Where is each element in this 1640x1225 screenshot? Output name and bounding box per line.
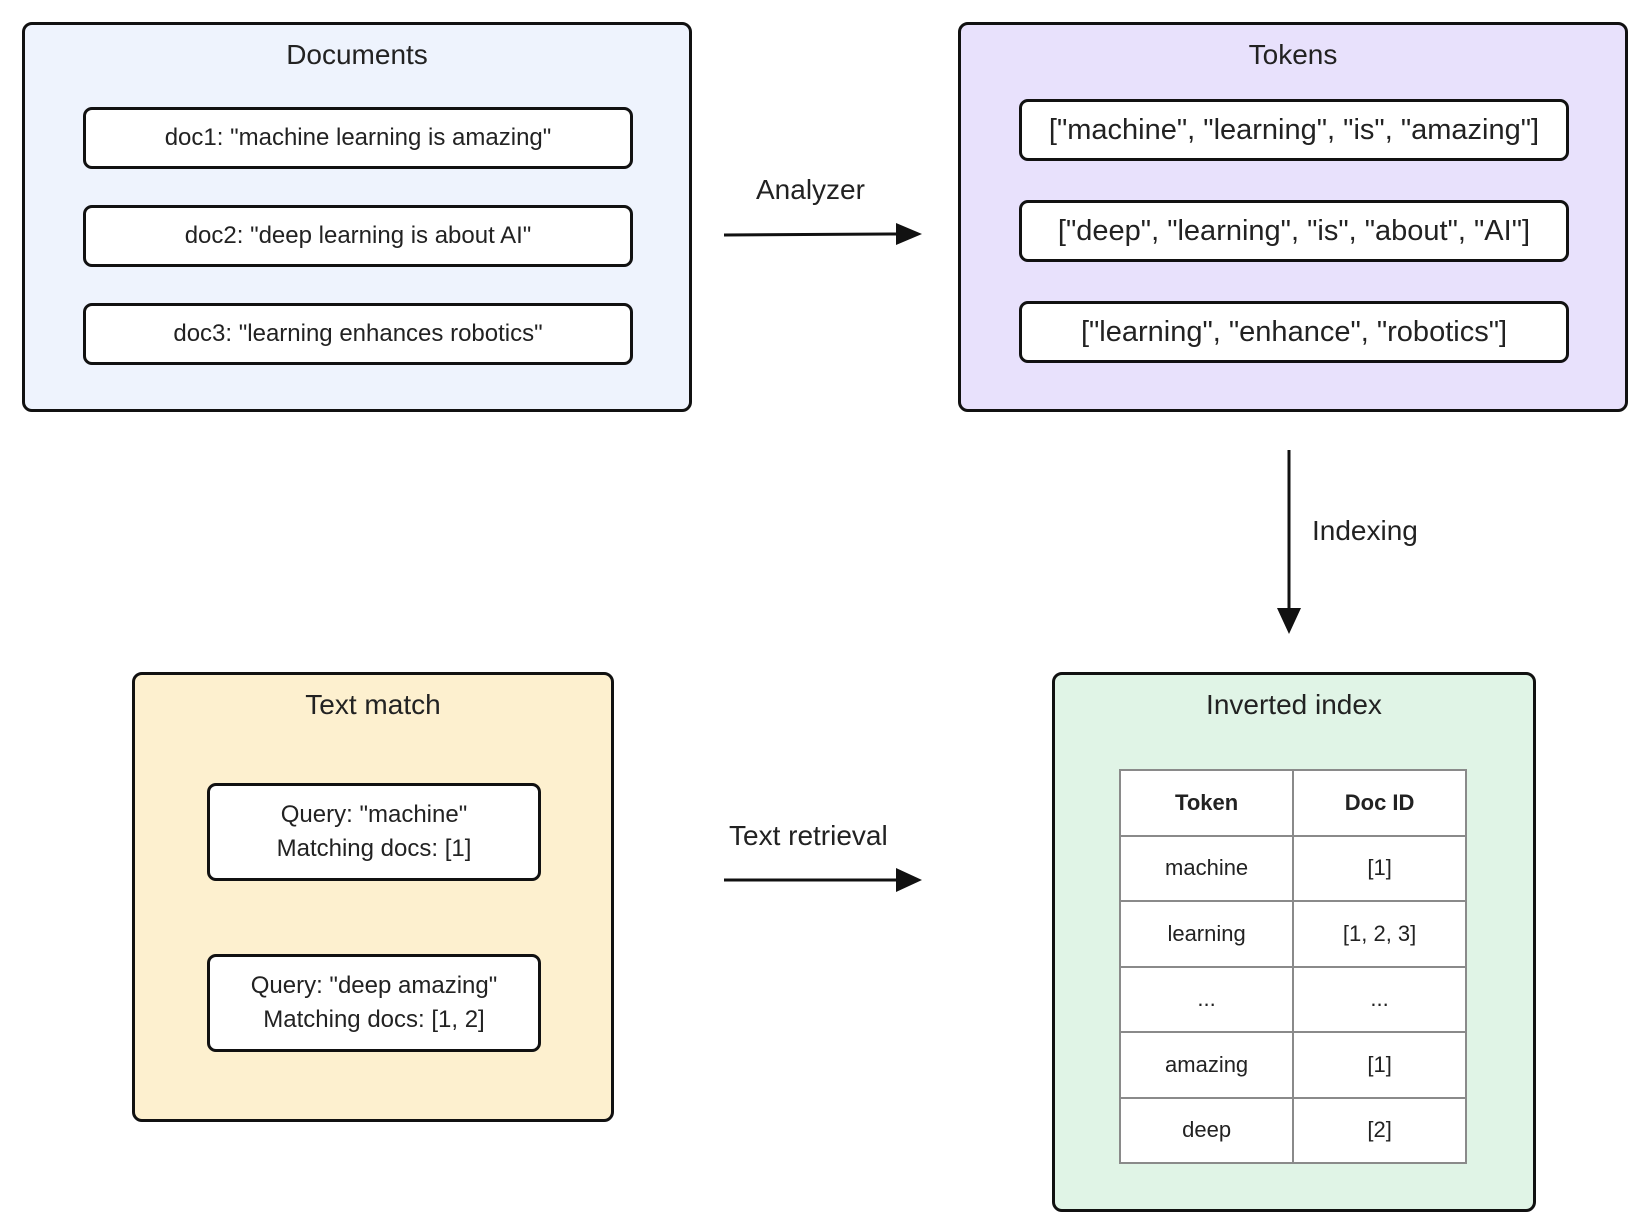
- doc-id-cell: [1]: [1292, 834, 1467, 902]
- token-list-box: ["learning", "enhance", "robotics"]: [1019, 301, 1569, 363]
- analyzer-label: Analyzer: [756, 174, 865, 205]
- table-row: machine [1]: [1118, 834, 1467, 902]
- token-cell: amazing: [1118, 1031, 1295, 1099]
- analyzer-arrow: [724, 223, 922, 245]
- query-box: Query: "machine" Matching docs: [1]: [207, 783, 541, 881]
- token-cell: machine: [1118, 834, 1295, 902]
- documents-panel: Documents doc1: "machine learning is ama…: [22, 22, 692, 412]
- matching-docs-text: Matching docs: [1]: [276, 835, 472, 862]
- indexing-arrow: [1277, 450, 1301, 634]
- tokens-panel: Tokens ["machine", "learning", "is", "am…: [958, 22, 1628, 412]
- document-text: doc3: "learning enhances robotics": [173, 320, 543, 347]
- token-list-box: ["machine", "learning", "is", "amazing"]: [1019, 99, 1569, 161]
- document-box: doc1: "machine learning is amazing": [83, 107, 633, 169]
- table-row: deep [2]: [1118, 1096, 1467, 1164]
- indexing-label: Indexing: [1312, 515, 1418, 546]
- doc-id-cell: ...: [1292, 965, 1467, 1033]
- text-match-title: Text match: [305, 689, 441, 720]
- table-row: amazing [1]: [1118, 1031, 1467, 1099]
- token-cell: ...: [1118, 965, 1295, 1033]
- document-box: doc3: "learning enhances robotics": [83, 303, 633, 365]
- query-text: Query: "machine": [280, 801, 468, 828]
- matching-docs-text: Matching docs: [1, 2]: [263, 1006, 485, 1033]
- inverted-index-table: Token Doc ID machine [1] learning [1, 2,…: [1118, 769, 1467, 1164]
- inverted-index-panel: Inverted index Token Doc ID machine [1] …: [1052, 672, 1536, 1212]
- table-header-row: Token Doc ID: [1118, 769, 1467, 837]
- token-list-text: ["machine", "learning", "is", "amazing"]: [1048, 113, 1540, 146]
- token-cell: learning: [1118, 900, 1295, 968]
- token-list-text: ["deep", "learning", "is", "about", "AI"…: [1057, 214, 1531, 247]
- inverted-index-title: Inverted index: [1206, 689, 1382, 720]
- doc-id-cell: [1]: [1292, 1031, 1467, 1099]
- document-text: doc2: "deep learning is about AI": [184, 222, 532, 249]
- text-match-panel: Text match Query: "machine" Matching doc…: [132, 672, 614, 1122]
- table-row: ... ...: [1118, 965, 1467, 1033]
- column-header-token: Token: [1118, 769, 1295, 837]
- doc-id-cell: [1, 2, 3]: [1292, 900, 1467, 968]
- doc-id-cell: [2]: [1292, 1096, 1467, 1164]
- query-box: Query: "deep amazing" Matching docs: [1,…: [207, 954, 541, 1052]
- text-retrieval-arrow: [724, 868, 922, 892]
- tokens-title: Tokens: [1248, 39, 1338, 70]
- query-text: Query: "deep amazing": [250, 972, 498, 999]
- documents-title: Documents: [286, 39, 428, 70]
- table-row: learning [1, 2, 3]: [1118, 900, 1467, 968]
- token-cell: deep: [1118, 1096, 1295, 1164]
- column-header-doc-id: Doc ID: [1292, 769, 1467, 837]
- document-box: doc2: "deep learning is about AI": [83, 205, 633, 267]
- document-text: doc1: "machine learning is amazing": [164, 124, 552, 151]
- token-list-text: ["learning", "enhance", "robotics"]: [1080, 315, 1508, 348]
- token-list-box: ["deep", "learning", "is", "about", "AI"…: [1019, 200, 1569, 262]
- text-retrieval-label: Text retrieval: [729, 820, 888, 851]
